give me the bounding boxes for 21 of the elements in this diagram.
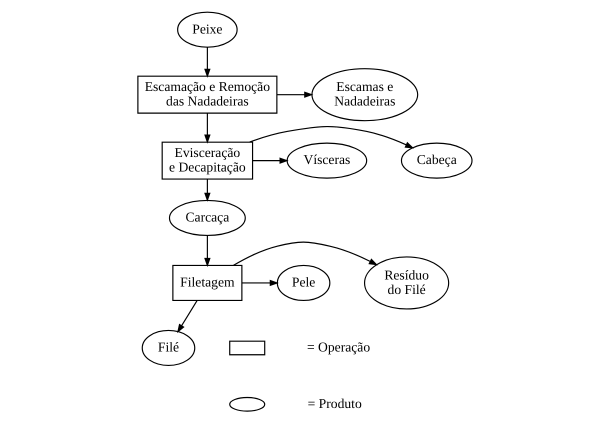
node-ellipse: Peixe: [177, 12, 238, 48]
arrow: [242, 280, 279, 286]
arrow: [204, 236, 211, 268]
node-ellipse: Escamas e Nadadeiras: [311, 68, 418, 122]
node-ellipse: Pele: [276, 264, 330, 302]
arrow: [204, 47, 211, 78]
legend-label: = Operação: [307, 340, 370, 355]
node-ellipse: Vísceras: [286, 142, 368, 179]
arrow: [233, 242, 378, 266]
node-box: Filetagem: [172, 264, 242, 302]
node-box: Evisceração e Decapitação: [162, 142, 254, 180]
node-ellipse: Filé: [142, 330, 196, 366]
arrow: [252, 157, 289, 164]
node-box: Escamação e Remoção das Nadadeiras: [137, 76, 278, 114]
arrow: [249, 126, 414, 149]
arrow: [276, 91, 314, 98]
arrow: [177, 300, 198, 334]
legend-label: = Produto: [308, 396, 362, 411]
node-ellipse: Carcaça: [168, 200, 246, 236]
arrow: [204, 113, 211, 144]
arrow: [204, 179, 211, 202]
